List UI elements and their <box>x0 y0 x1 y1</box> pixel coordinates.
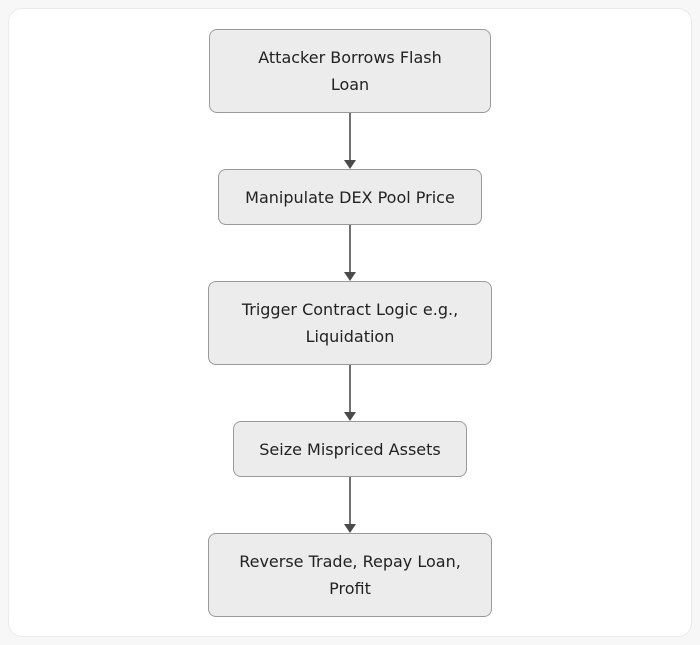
node-label-line: Seize Mispriced Assets <box>259 439 441 459</box>
flow-node-seize-assets: Seize Mispriced Assets <box>233 421 467 477</box>
flow-arrow-1 <box>344 113 356 169</box>
node-label-line: Loan <box>330 75 370 94</box>
flow-arrow-2 <box>344 225 356 281</box>
arrowhead-down-icon <box>344 524 356 533</box>
arrowhead-down-icon <box>344 160 356 169</box>
arrow-shaft <box>349 225 351 272</box>
flow-arrow-4 <box>344 477 356 533</box>
node-label-line: Trigger Contract Logic e.g., <box>241 300 459 319</box>
arrow-shaft <box>349 113 351 160</box>
node-label-line: Reverse Trade, Repay Loan, <box>239 552 461 571</box>
arrowhead-down-icon <box>344 412 356 421</box>
flowchart: Attacker Borrows Flash Loan Manipulate D… <box>9 29 691 617</box>
node-label-line: Profit <box>329 579 371 598</box>
arrow-shaft <box>349 477 351 524</box>
arrow-shaft <box>349 365 351 412</box>
node-label-line: Liquidation <box>305 327 395 346</box>
flow-arrow-3 <box>344 365 356 421</box>
flow-node-reverse-trade-profit: Reverse Trade, Repay Loan, Profit <box>208 533 492 617</box>
node-label-line: Attacker Borrows Flash <box>258 48 442 67</box>
flow-node-manipulate-dex-price: Manipulate DEX Pool Price <box>218 169 482 225</box>
diagram-card: Attacker Borrows Flash Loan Manipulate D… <box>8 8 692 637</box>
arrowhead-down-icon <box>344 272 356 281</box>
flow-node-borrow-flash-loan: Attacker Borrows Flash Loan <box>209 29 491 113</box>
node-label-line: Manipulate DEX Pool Price <box>245 187 455 207</box>
flow-node-trigger-contract-logic: Trigger Contract Logic e.g., Liquidation <box>208 281 492 365</box>
